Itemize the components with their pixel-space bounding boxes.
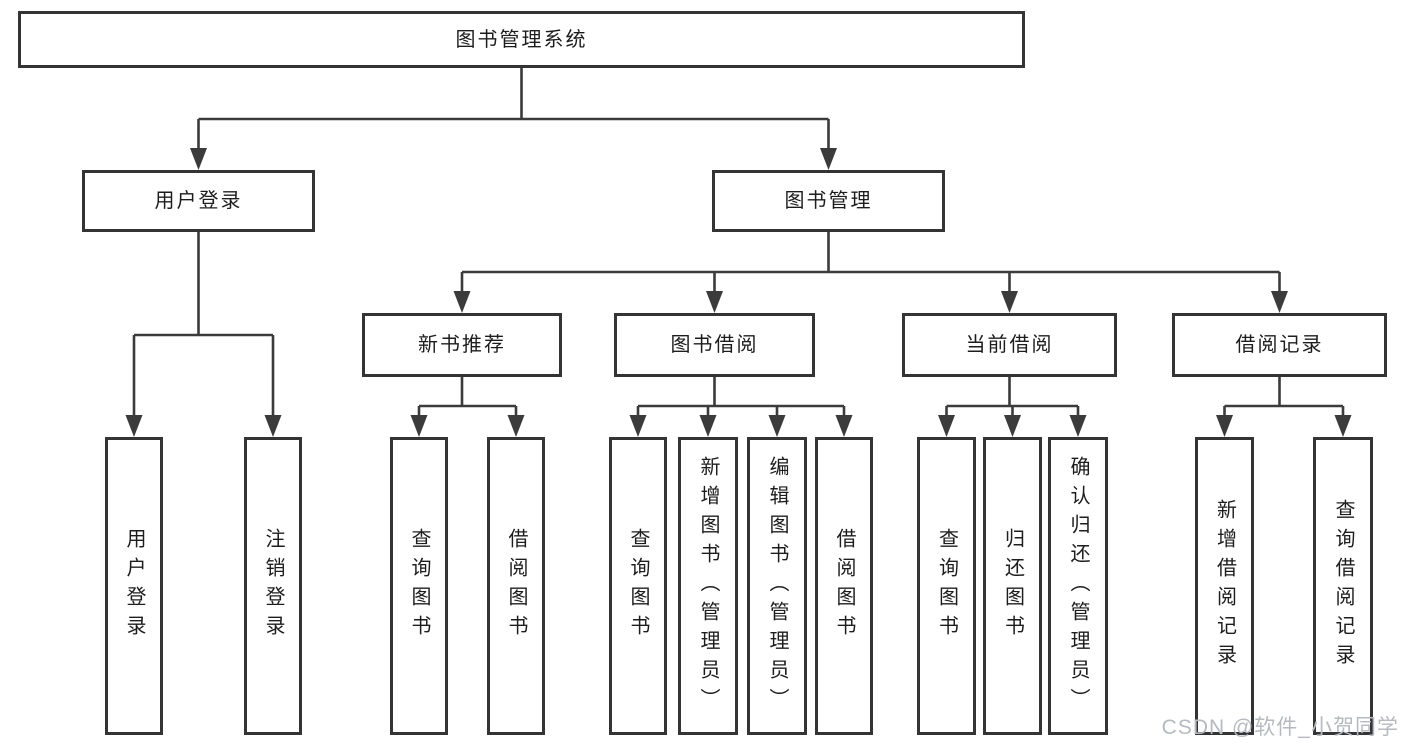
node-label: 查询借阅记录 [1332, 499, 1354, 673]
node-current-borrow: 当前借阅 [902, 313, 1117, 377]
node-library-management-system: 图书管理系统 [18, 11, 1025, 68]
node-label: 归还图书 [1001, 528, 1024, 644]
leaf-add-borrow-record: 新增借阅记录 [1195, 437, 1254, 735]
leaf-confirm-return-admin: 确认归还（管理员） [1048, 437, 1108, 735]
node-label: 确认归还（管理员） [1067, 455, 1089, 717]
node-label: 查询图书 [935, 528, 958, 644]
node-borrow-record: 借阅记录 [1172, 313, 1387, 377]
node-label: 借阅图书 [833, 528, 855, 644]
node-label: 图书借阅 [670, 334, 759, 356]
csdn-watermark: CSDN @软件_小贺同学 [1161, 716, 1399, 739]
leaf-edit-book-admin: 编辑图书（管理员） [747, 437, 807, 735]
node-label: 注销登录 [262, 528, 284, 644]
leaf-current-query-book: 查询图书 [917, 437, 976, 735]
leaf-return-book: 归还图书 [983, 437, 1042, 735]
node-label: 当前借阅 [965, 334, 1054, 356]
node-label: 查询图书 [627, 528, 649, 644]
node-label: 新书推荐 [418, 334, 506, 356]
leaf-recommend-borrow-book: 借阅图书 [487, 437, 545, 735]
node-label: 用户登录 [123, 528, 145, 644]
leaf-add-book-admin: 新增图书（管理员） [678, 437, 738, 735]
arrowhead-icons [125, 148, 1352, 437]
leaf-recommend-query-book: 查询图书 [390, 437, 448, 735]
leaf-logout-login: 注销登录 [244, 437, 302, 735]
node-book-management: 图书管理 [712, 170, 945, 232]
node-label: 图书管理 [784, 190, 873, 212]
node-book-borrow: 图书借阅 [614, 313, 815, 377]
node-label: 编辑图书（管理员） [766, 455, 788, 717]
node-label: 查询图书 [408, 528, 430, 644]
node-label: 借阅记录 [1235, 334, 1324, 356]
node-user-login: 用户登录 [82, 170, 315, 232]
node-label: 新增借阅记录 [1213, 499, 1236, 673]
leaf-query-borrow-record: 查询借阅记录 [1313, 437, 1373, 735]
node-label: 新增图书（管理员） [697, 455, 719, 717]
node-label: 用户登录 [154, 190, 243, 212]
node-label: 借阅图书 [505, 528, 527, 644]
node-new-book-recommend: 新书推荐 [362, 313, 562, 377]
node-label: 图书管理系统 [455, 28, 588, 51]
leaf-user-login: 用户登录 [105, 437, 163, 735]
leaf-borrow-query-book: 查询图书 [609, 437, 667, 735]
leaf-borrow-book: 借阅图书 [815, 437, 873, 735]
